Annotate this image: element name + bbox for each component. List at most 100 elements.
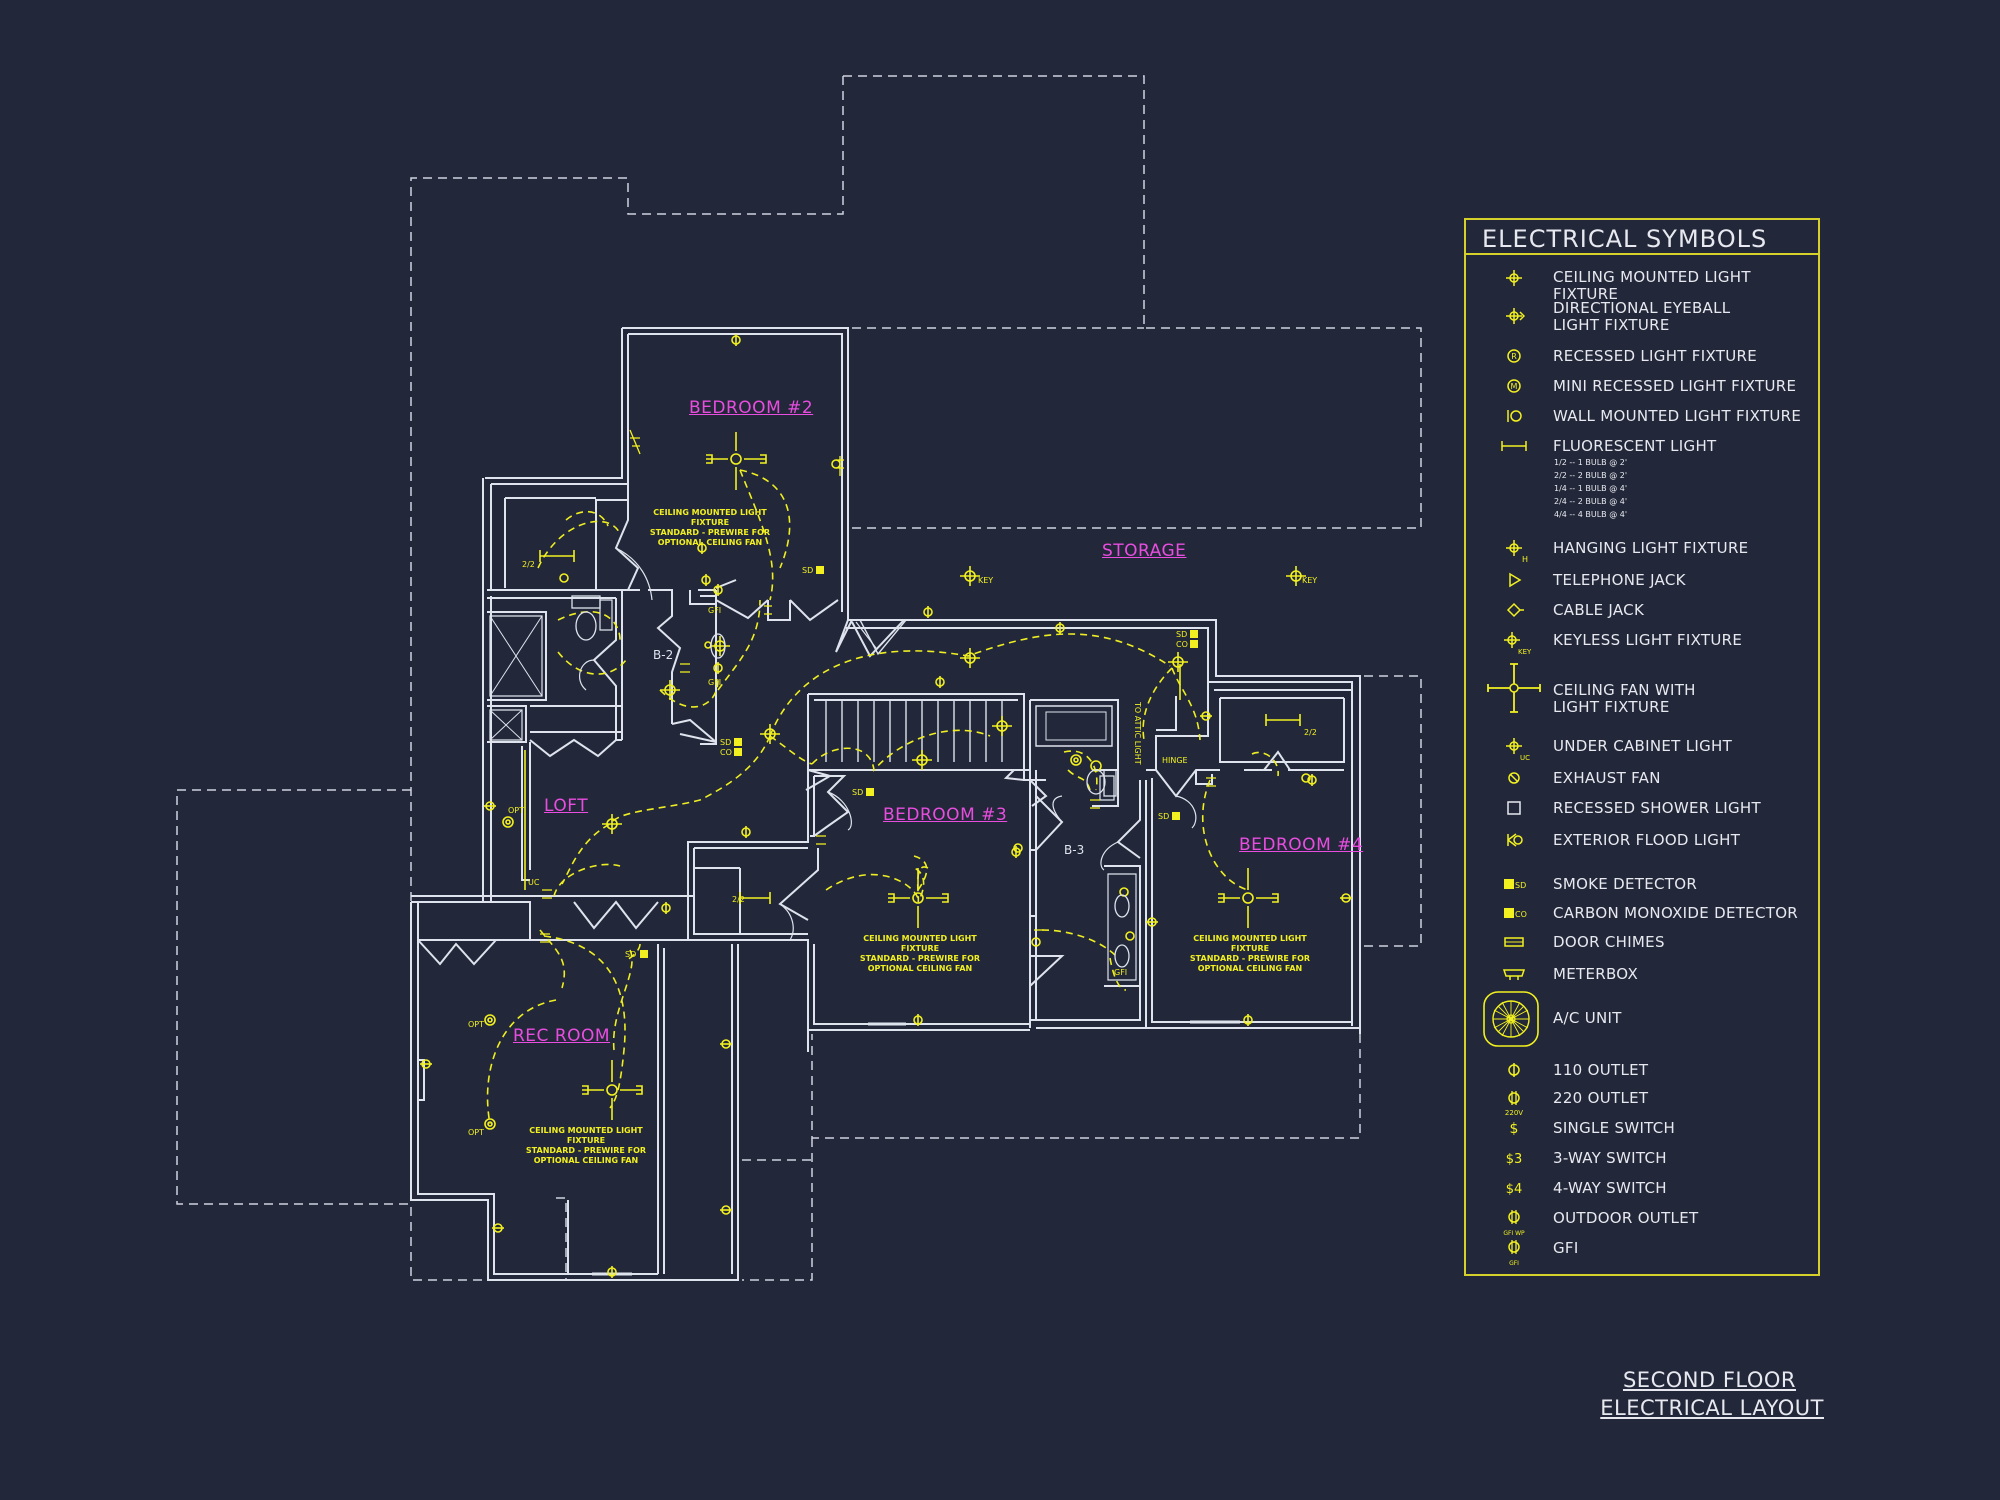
tag-fluorescent: 2/2 — [732, 895, 745, 904]
under-cabinet-light-icon: UC — [1506, 738, 1530, 762]
smoke-detector-icon: SD — [1504, 879, 1526, 890]
ceiling-light-icon — [660, 680, 680, 700]
tag-sd: SD — [1176, 630, 1188, 639]
fan-note-rec-room: CEILING MOUNTED LIGHT FIXTURE STANDARD -… — [525, 1126, 647, 1165]
legend-label: EXTERIOR FLOOD LIGHT — [1553, 831, 1741, 849]
svg-text:R: R — [1511, 352, 1517, 361]
recessed-light-icon — [484, 1014, 496, 1026]
door-chimes-icon — [1504, 937, 1524, 947]
mini-recessed-light-icon: M — [1507, 379, 1521, 393]
gfi-outlet-icon: GFI — [1508, 1240, 1520, 1267]
svg-text:220V: 220V — [1505, 1109, 1523, 1117]
tag-opt: OPT — [468, 1020, 485, 1029]
legend-label: EXHAUST FAN — [1553, 769, 1661, 787]
svg-text:SD: SD — [1515, 881, 1526, 890]
svg-text:M: M — [1511, 382, 1518, 391]
drawing-title-line-2: ELECTRICAL LAYOUT — [1600, 1396, 1824, 1420]
keyless-light-icon: KEY — [1504, 632, 1532, 656]
wall-light-icon — [1507, 410, 1522, 422]
svg-text:KEY: KEY — [1518, 648, 1532, 656]
room-label-storage: STORAGE — [1102, 541, 1187, 561]
walls — [410, 327, 1361, 1281]
tag-opt: OPT — [508, 806, 525, 815]
legend-label: HANGING LIGHT FIXTURE — [1553, 539, 1749, 557]
tag-gfi: GFI — [708, 678, 722, 687]
legend-label: MINI RECESSED LIGHT FIXTURE — [1553, 377, 1797, 395]
roof-outline-dashed — [176, 75, 1422, 1281]
legend-label: RECESSED LIGHT FIXTURE — [1553, 347, 1758, 365]
ceiling-light-icon — [912, 750, 932, 770]
co-detector-icon: CO — [1504, 908, 1527, 919]
room-label-loft: LOFT — [544, 796, 589, 816]
legend-label: 220 OUTLET — [1553, 1089, 1649, 1107]
fluorescent-light-icon — [539, 550, 575, 562]
fluorescent-light-icon — [739, 892, 771, 904]
fluorescent-light-icon — [1501, 441, 1527, 451]
ceiling-light-icon — [1286, 566, 1306, 586]
room-label-rec-room: REC ROOM — [513, 1026, 611, 1046]
legend-label: WALL MOUNTED LIGHT FIXTURE — [1553, 407, 1802, 425]
smoke-detector-icon — [640, 566, 1198, 958]
electrical-devices — [420, 334, 1352, 1278]
svg-text:UC: UC — [1520, 754, 1530, 762]
hanging-light-icon: H — [1506, 540, 1528, 564]
fluorescent-light-icon — [1265, 714, 1301, 726]
legend-label: TELEPHONE JACK — [1553, 571, 1686, 589]
tag-fluorescent: 2/2 — [1304, 728, 1317, 737]
room-label-bath-b3: B-3 — [1064, 843, 1085, 857]
legend-label: 3-WAY SWITCH — [1553, 1149, 1667, 1167]
legend-label: CABLE JACK — [1553, 601, 1645, 619]
legend-label: KEYLESS LIGHT FIXTURE — [1553, 631, 1743, 649]
legend-title: ELECTRICAL SYMBOLS — [1466, 220, 1818, 255]
drawing-title-line-1: SECOND FLOOR — [1622, 1368, 1796, 1392]
tag-sd: SD — [1158, 812, 1170, 821]
legend-sublabel: 1/2 -- 1 BULB @ 2' 2/2 -- 2 BULB @ 2' 1/… — [1554, 458, 1628, 519]
meterbox-icon — [1502, 969, 1526, 980]
legend-label: 110 OUTLET — [1553, 1061, 1649, 1079]
ceiling-fan-icon — [1487, 663, 1541, 713]
tag-fluorescent: 2/2 — [522, 560, 535, 569]
outdoor-outlet-icon: GFI WP — [1503, 1210, 1525, 1237]
ceiling-fan-icon — [706, 432, 767, 490]
plumbing-fixtures — [571, 595, 1130, 968]
room-label-bedroom-4: BEDROOM #4 — [1239, 835, 1364, 855]
tag-hinge: HINGE — [1162, 756, 1188, 765]
fan-note-bedroom-2: CEILING MOUNTED LIGHT FIXTURE STANDARD -… — [649, 508, 771, 547]
svg-text:CO: CO — [1515, 910, 1527, 919]
cable-jack-icon — [1506, 602, 1524, 618]
tag-gfi: GFI — [1114, 968, 1128, 977]
tag-key: KEY — [978, 576, 994, 585]
legend-label: DIRECTIONAL EYEBALL LIGHT FIXTURE — [1553, 299, 1731, 334]
ceiling-light-icon — [960, 648, 980, 668]
outlet-110-icon — [1508, 1063, 1520, 1077]
svg-text:$3: $3 — [1506, 1152, 1523, 1167]
legend-label: A/C UNIT — [1553, 1009, 1622, 1027]
legend-label: GFI — [1553, 1239, 1579, 1257]
tag-sd: SD — [720, 738, 732, 747]
three-way-switch-icon: $3 — [1506, 1152, 1523, 1167]
ceiling-fan-icon — [888, 868, 949, 928]
legend-label: SINGLE SWITCH — [1553, 1119, 1676, 1137]
ac-unit-icon — [1483, 991, 1539, 1047]
telephone-jack-icon — [1509, 572, 1522, 588]
tag-uc: UC — [528, 878, 540, 887]
tag-sd: SD — [802, 566, 814, 575]
tag-co: CO — [720, 748, 732, 757]
ceiling-light-icon — [1168, 652, 1188, 672]
legend-label: CARBON MONOXIDE DETECTOR — [1553, 904, 1799, 922]
legend-label: UNDER CABINET LIGHT — [1553, 737, 1733, 755]
recessed-light-icon — [484, 1118, 496, 1130]
ceiling-fan-icon — [582, 1060, 643, 1120]
legend-label: 4-WAY SWITCH — [1553, 1179, 1667, 1197]
recessed-light-icon — [1070, 754, 1082, 766]
room-label-bedroom-2: BEDROOM #2 — [689, 398, 814, 418]
ceiling-light-icon — [1506, 270, 1522, 286]
tag-sd: SD — [625, 950, 637, 959]
door-swings — [578, 547, 1197, 941]
legend-label: DOOR CHIMES — [1553, 933, 1665, 951]
svg-text:GFI WP: GFI WP — [1503, 1230, 1525, 1237]
tag-to-attic-light: TO ATTIC LIGHT — [1133, 702, 1142, 765]
ceiling-light-icon — [960, 566, 980, 586]
recessed-light-icon — [1090, 760, 1102, 772]
